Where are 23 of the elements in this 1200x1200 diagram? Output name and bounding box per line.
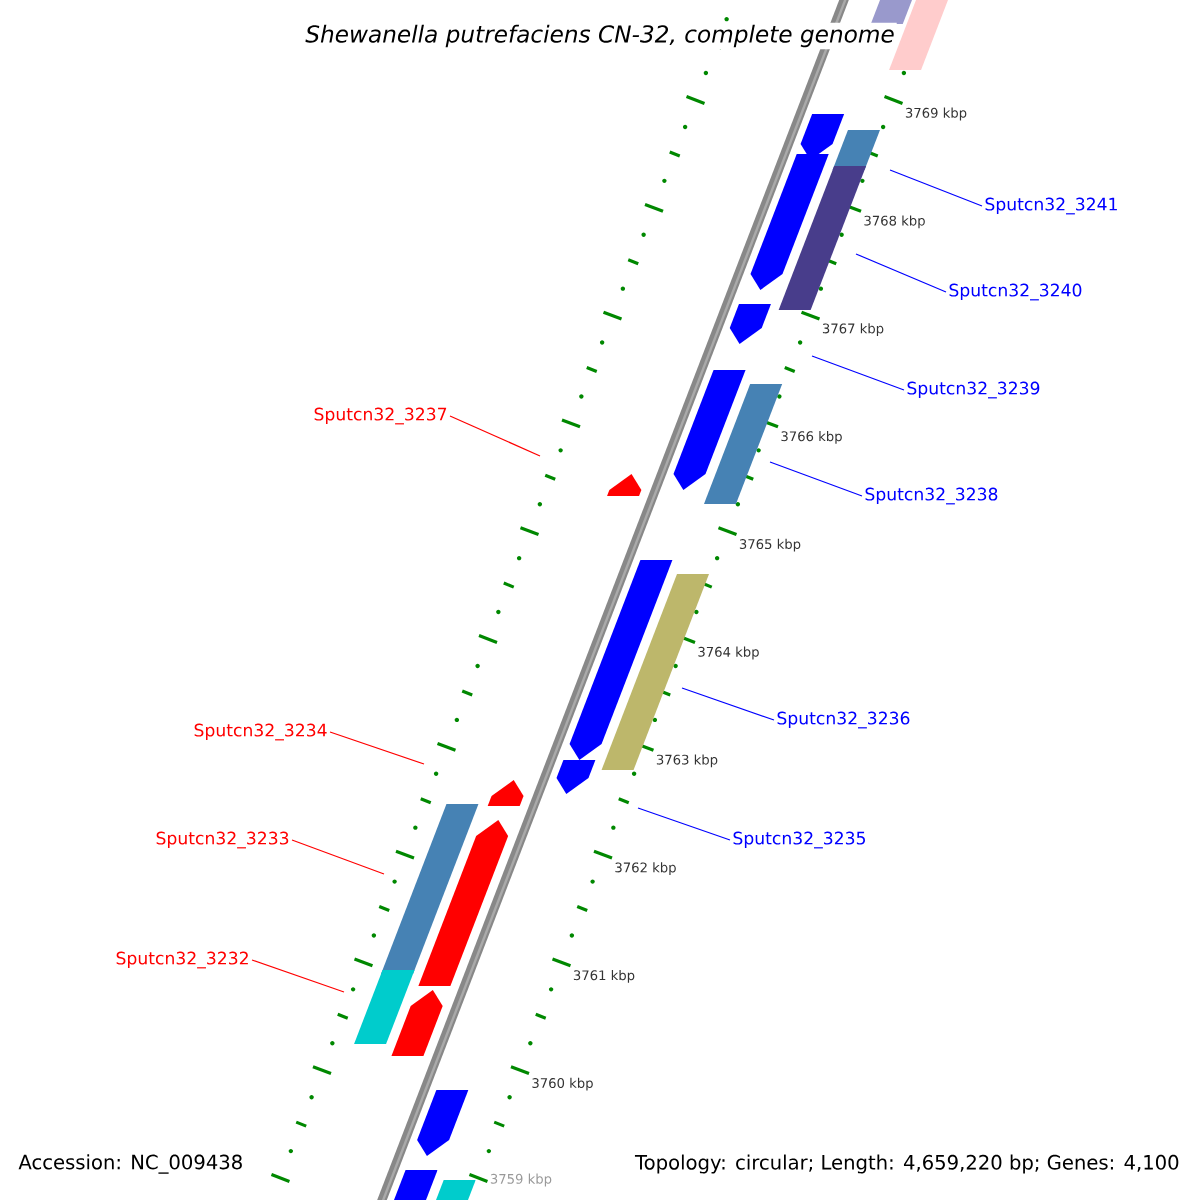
leader-line <box>811 355 905 391</box>
leader-line <box>889 169 983 207</box>
leader-line <box>769 461 863 497</box>
gene-label: Sputcn32_3236 <box>777 711 910 729</box>
gene-label: Sputcn32_3241 <box>985 197 1117 215</box>
gene-label: Sputcn32_3237 <box>314 407 447 425</box>
leader-line <box>681 687 775 721</box>
gene-label: Sputcn32_3232 <box>116 951 248 969</box>
gene-label: Sputcn32_3235 <box>733 831 865 849</box>
leader-line <box>855 253 947 293</box>
leader-line <box>449 415 541 457</box>
title: Shewanella putrefaciens CN-32, complete genome <box>303 22 897 50</box>
gene-label: Sputcn32_3238 <box>865 487 998 505</box>
accession-text: Accession: NC_009438 <box>18 1154 242 1174</box>
leader-line <box>291 839 385 875</box>
leader-line <box>637 807 731 841</box>
gene-label: Sputcn32_3234 <box>194 723 327 741</box>
gene-label: Sputcn32_3233 <box>156 831 289 849</box>
gene-label: Sputcn32_3240 <box>949 283 1082 301</box>
leader-line <box>251 959 345 993</box>
gene-label: Sputcn32_3239 <box>907 381 1040 399</box>
genome-info-text: Topology: circular; Length: 4,659,220 bp; Genes: 4,100 <box>634 1154 1179 1174</box>
leader-line <box>329 731 425 765</box>
